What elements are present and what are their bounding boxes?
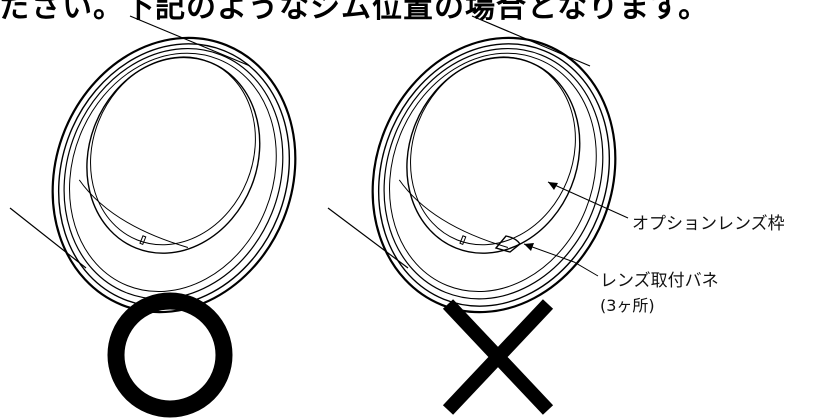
label-spring-count: (3ヶ所): [600, 296, 655, 315]
correct-circle-icon: [107, 292, 233, 418]
incorrect-cross-icon: [442, 299, 554, 415]
lens-spring-clip: [494, 235, 521, 253]
lens-incorrect: [327, 0, 657, 351]
header-text: ださい。下記のようなシム位置の場合となります。: [0, 0, 710, 25]
lens-correct: [9, 0, 337, 351]
label-lens-spring: レンズ取付バネ: [600, 271, 719, 291]
leader-line-spring: [523, 243, 599, 277]
label-lens-frame: オプションレンズ枠: [632, 214, 785, 234]
leader-line-frame: [547, 181, 629, 219]
